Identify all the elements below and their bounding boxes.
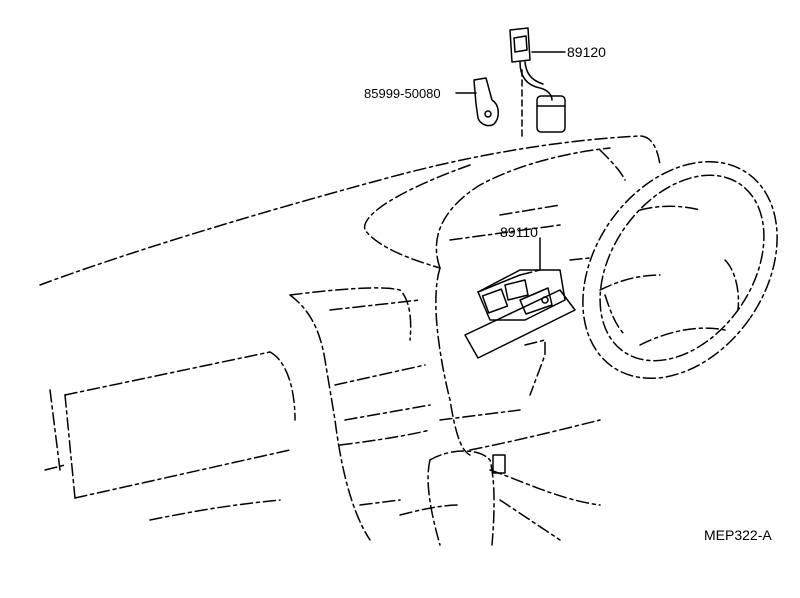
dashboard-outline [39, 135, 661, 546]
label-89120: 89120 [531, 44, 606, 60]
part-89110-module [464, 237, 576, 396]
steering-wheel [582, 160, 778, 380]
part-number-89110: 89110 [500, 224, 538, 240]
figure-code: MEP322-A [704, 527, 772, 543]
label-85999: 85999-50080 [364, 86, 477, 101]
part-85999-bracket [473, 77, 499, 127]
part-89120-sensor [509, 27, 566, 141]
label-89110: 89110 [500, 224, 538, 240]
part-number-89120: 89120 [567, 44, 606, 60]
part-number-85999-50080: 85999-50080 [364, 86, 441, 101]
